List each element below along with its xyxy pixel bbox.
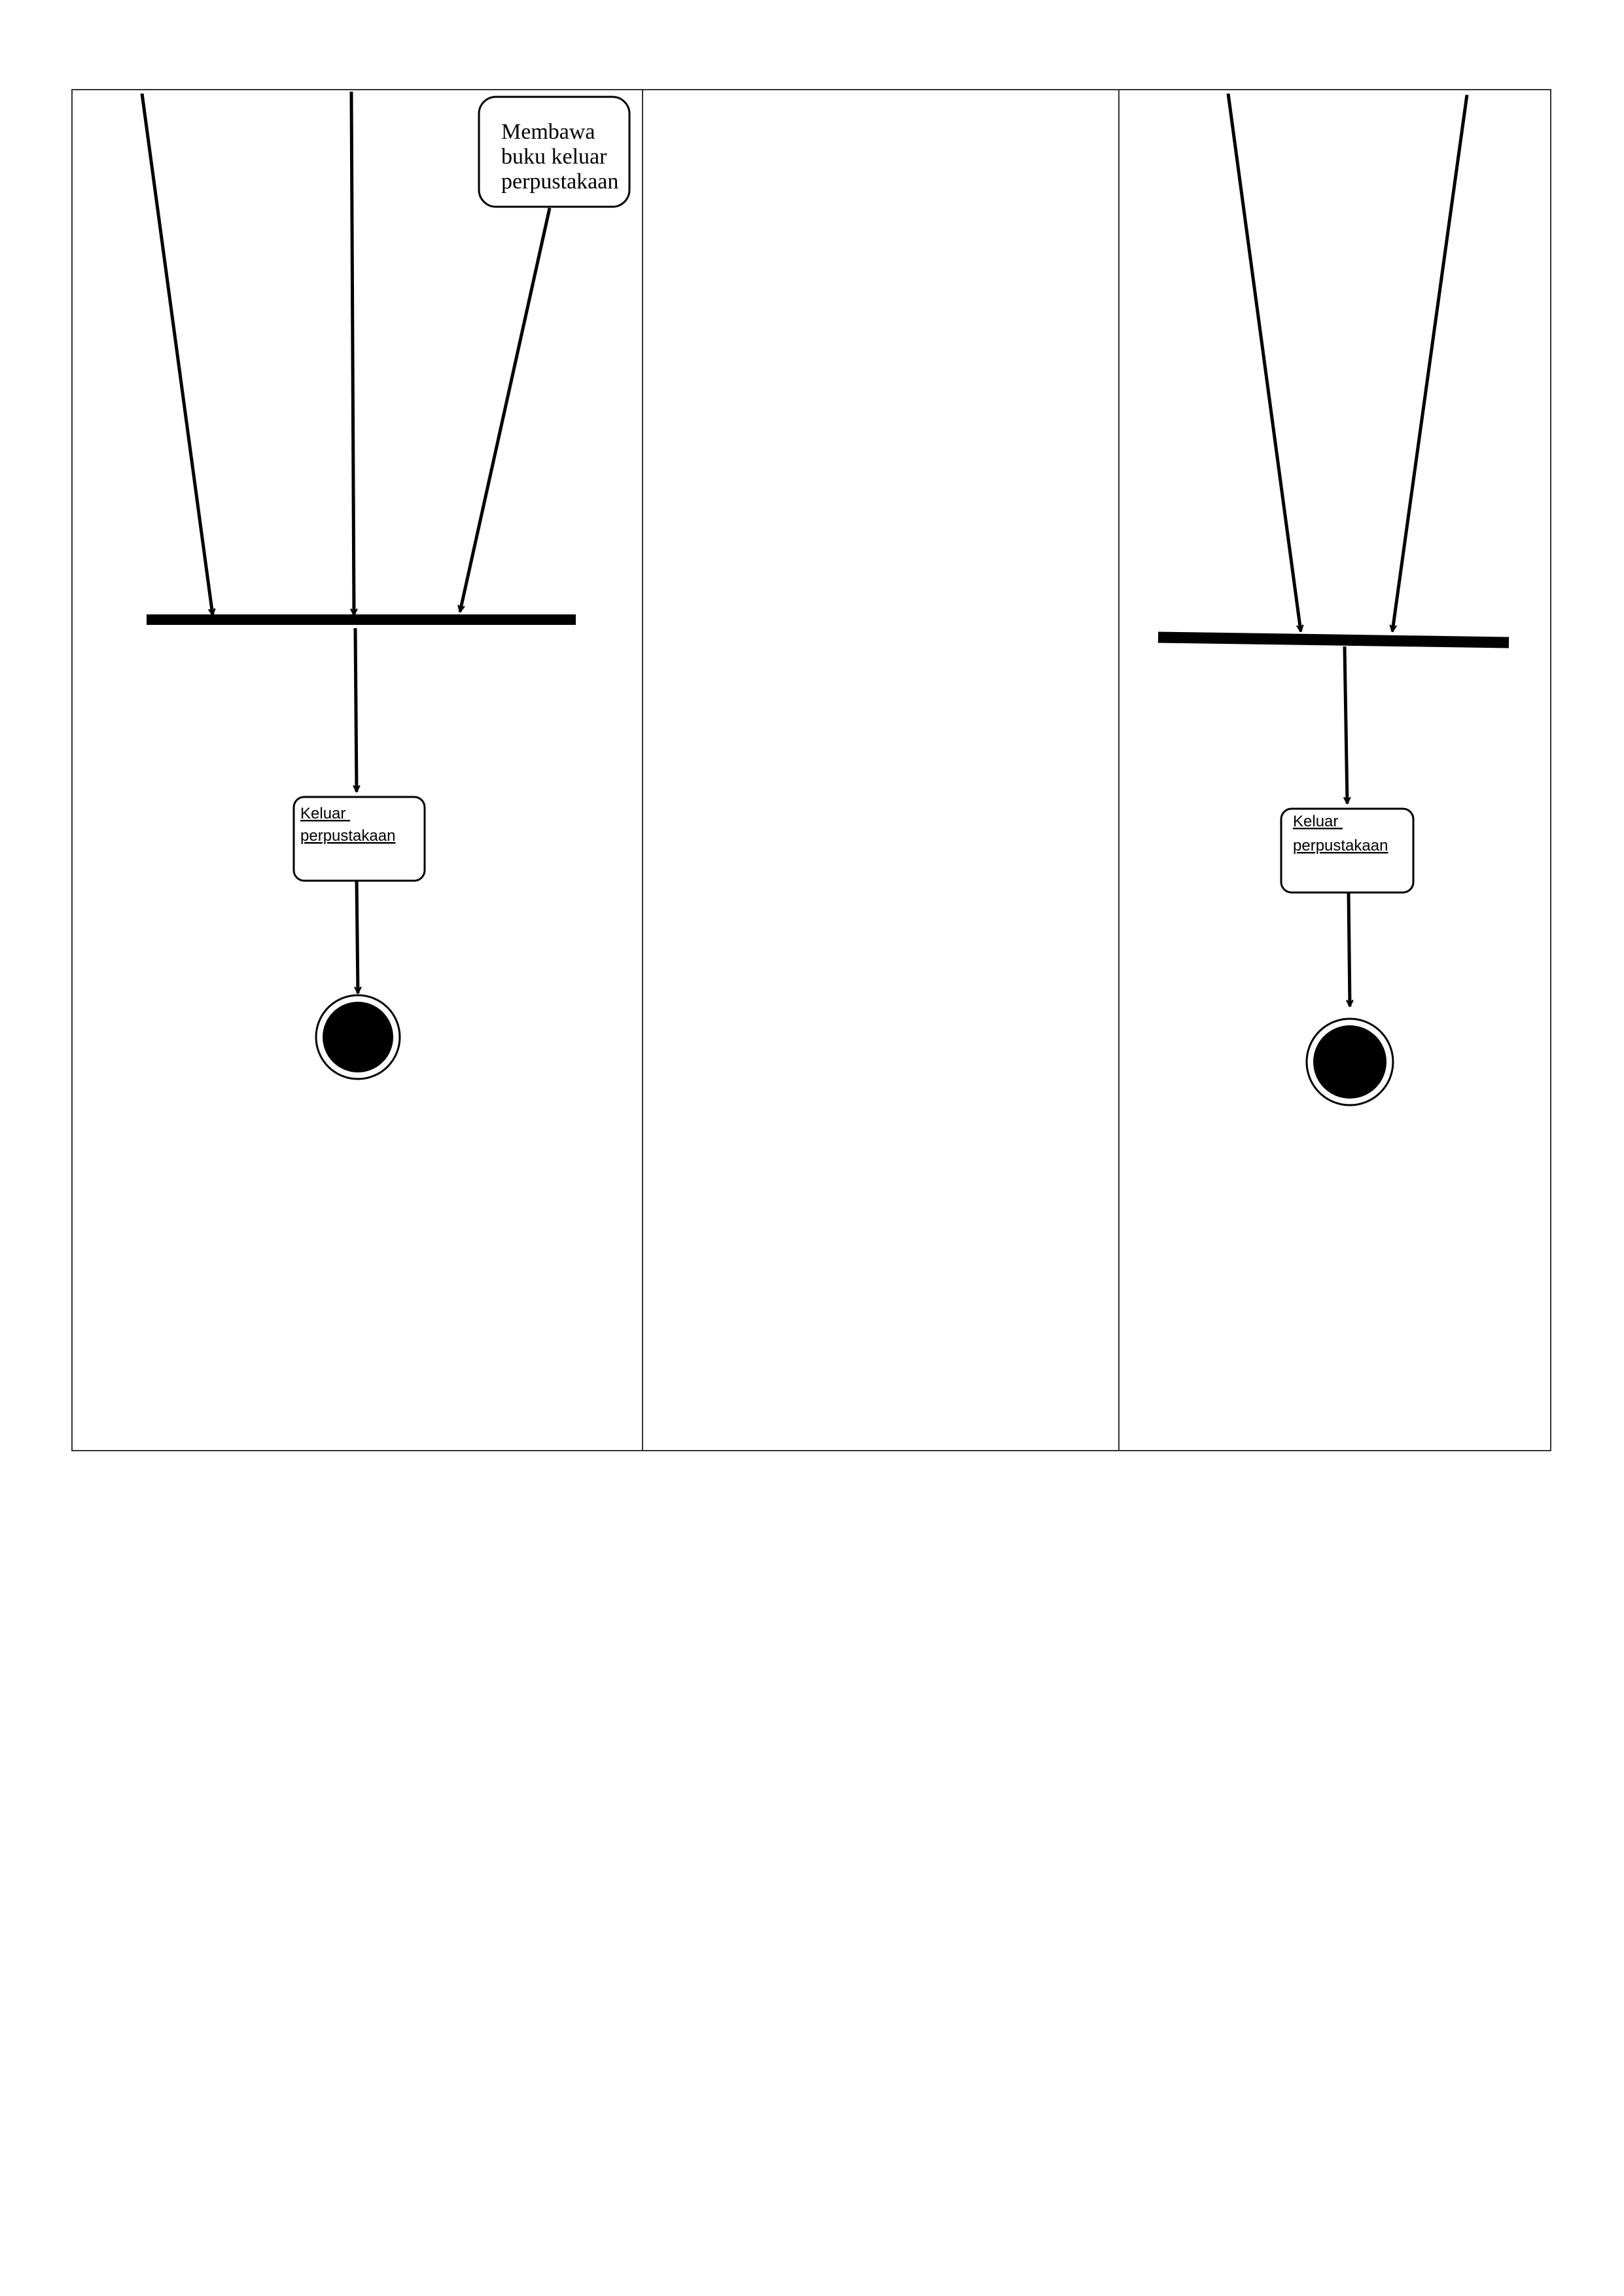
final-node-right — [1305, 1017, 1394, 1106]
final-node-left-dot — [323, 1002, 393, 1072]
flow-join-to-keluar-left — [355, 627, 357, 792]
flow-keluar-right-to-end — [1349, 891, 1350, 1006]
flow-incoming-2 — [349, 91, 354, 615]
swimlane-frame — [71, 89, 1551, 1451]
membawa-line-1: Membawa — [501, 120, 595, 144]
right-lane-flows — [1226, 93, 1469, 1006]
keluar-left-line-2: perpustakaan — [300, 827, 395, 845]
activity-keluar-right-box — [1280, 807, 1415, 894]
keluar-right-line-2: perpustakaan — [1293, 837, 1388, 855]
keluar-left-line-1: Keluar — [300, 805, 350, 822]
swimlane-border — [71, 89, 1551, 1451]
left-lane-flows — [140, 91, 552, 993]
flow-from-membawa — [460, 207, 552, 612]
keluar-right-line-1: Keluar — [1293, 813, 1343, 830]
activity-keluar-left: Keluar perpustakaan — [292, 796, 426, 882]
join-bar-left — [147, 614, 576, 625]
activity-keluar-right: Keluar perpustakaan — [1280, 807, 1415, 894]
svg-text:Keluar perpustakaan: Keluar perpustakaan — [300, 805, 395, 845]
flow-incoming-3 — [1226, 93, 1301, 631]
membawa-line-2: buku keluar — [501, 145, 607, 169]
flow-incoming-4 — [1392, 94, 1469, 631]
flow-join-to-keluar-right — [1343, 646, 1347, 804]
activity-keluar-left-box — [292, 796, 426, 882]
activity-membawa-buku: Membawa buku keluar perpustakaan — [478, 96, 631, 208]
flow-incoming-1 — [140, 93, 213, 615]
flow-keluar-left-to-end — [357, 878, 358, 993]
final-node-left — [315, 994, 401, 1080]
activity-membawa-buku-box — [478, 96, 631, 208]
join-bar-right — [1157, 631, 1509, 648]
membawa-line-3: perpustakaan — [501, 169, 618, 194]
final-node-right-dot — [1313, 1025, 1386, 1099]
svg-text:Membawa buku keluar: Membawa buku keluar perpustakaan — [501, 120, 618, 194]
svg-text:Keluar perpustakaan: Keluar perpustakaan — [1293, 813, 1388, 855]
